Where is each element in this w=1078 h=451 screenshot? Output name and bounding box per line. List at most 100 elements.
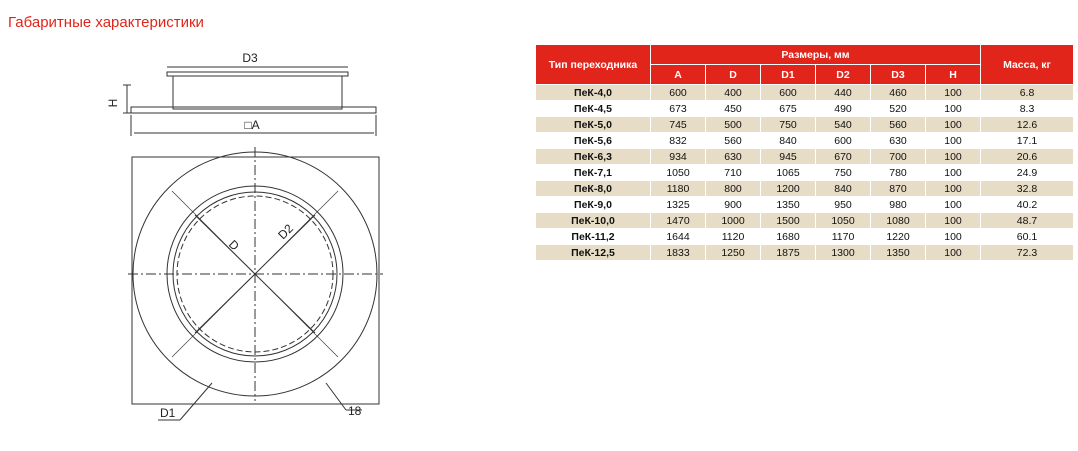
holes-count-label: 18 [348, 404, 362, 418]
cell-value: 100 [925, 228, 981, 245]
cell-value: 600 [760, 84, 816, 101]
cell-value: 934 [650, 148, 706, 165]
cell-value: 800 [705, 180, 761, 197]
side-view [123, 66, 377, 136]
cell-value: 673 [650, 100, 706, 117]
cell-value: 1065 [760, 164, 816, 181]
cell-mass: 60.1 [980, 228, 1074, 245]
cell-type: ПеК-4,5 [535, 100, 651, 117]
cell-value: 1500 [760, 212, 816, 229]
cell-type: ПеК-7,1 [535, 164, 651, 181]
cell-value: 490 [815, 100, 871, 117]
top-view [128, 147, 383, 421]
cell-value: 560 [870, 116, 926, 133]
cell-type: ПеК-5,0 [535, 116, 651, 133]
cell-value: 450 [705, 100, 761, 117]
page-title: Габаритные характеристики [8, 14, 204, 31]
cell-mass: 6.8 [980, 84, 1074, 101]
cell-value: 440 [815, 84, 871, 101]
cell-value: 1000 [705, 212, 761, 229]
cell-value: 900 [705, 196, 761, 213]
cell-value: 1050 [650, 164, 706, 181]
cell-type: ПеК-10,0 [535, 212, 651, 229]
dim-a-label: □A [244, 118, 259, 132]
cell-value: 670 [815, 148, 871, 165]
cell-mass: 40.2 [980, 196, 1074, 213]
cell-value: 100 [925, 148, 981, 165]
cell-value: 600 [650, 84, 706, 101]
cell-value: 100 [925, 100, 981, 117]
dim-d1-label: D1 [160, 406, 176, 420]
dim-h-label: H [106, 99, 120, 108]
cell-value: 1350 [760, 196, 816, 213]
cell-type: ПеК-6,3 [535, 148, 651, 165]
cell-value: 710 [705, 164, 761, 181]
cell-type: ПеК-11,2 [535, 228, 651, 245]
cell-value: 100 [925, 244, 981, 261]
cell-value: 780 [870, 164, 926, 181]
dim-d-label: D [226, 237, 242, 253]
cell-value: 600 [815, 132, 871, 149]
technical-drawing: D3 H □A D D2 D1 18 [106, 51, 383, 421]
cell-value: 980 [870, 196, 926, 213]
cell-value: 950 [815, 196, 871, 213]
cell-value: 1080 [870, 212, 926, 229]
cell-type: ПеК-4,0 [535, 84, 651, 101]
cell-value: 1050 [815, 212, 871, 229]
cell-mass: 12.6 [980, 116, 1074, 133]
cell-value: 560 [705, 132, 761, 149]
cell-value: 100 [925, 132, 981, 149]
cell-value: 100 [925, 116, 981, 133]
cell-value: 1833 [650, 244, 706, 261]
cell-mass: 32.8 [980, 180, 1074, 197]
cell-type: ПеК-12,5 [535, 244, 651, 261]
cell-mass: 48.7 [980, 212, 1074, 229]
cell-value: 1170 [815, 228, 871, 245]
cell-value: 750 [760, 116, 816, 133]
cell-value: 1644 [650, 228, 706, 245]
column-header: D2 [815, 64, 871, 85]
cell-value: 700 [870, 148, 926, 165]
cell-value: 945 [760, 148, 816, 165]
cell-value: 1350 [870, 244, 926, 261]
cell-value: 540 [815, 116, 871, 133]
cell-value: 1470 [650, 212, 706, 229]
cell-value: 1220 [870, 228, 926, 245]
cell-value: 675 [760, 100, 816, 117]
cell-value: 400 [705, 84, 761, 101]
cell-value: 1875 [760, 244, 816, 261]
column-header: A [650, 64, 706, 85]
column-header: D1 [760, 64, 816, 85]
cell-value: 750 [815, 164, 871, 181]
cell-mass: 8.3 [980, 100, 1074, 117]
cell-value: 460 [870, 84, 926, 101]
cell-value: 1200 [760, 180, 816, 197]
cell-type: ПеК-5,6 [535, 132, 651, 149]
cell-value: 1680 [760, 228, 816, 245]
cell-mass: 24.9 [980, 164, 1074, 181]
dim-d2-label: D2 [275, 221, 296, 242]
cell-value: 870 [870, 180, 926, 197]
column-header: H [925, 64, 981, 85]
cell-mass: 17.1 [980, 132, 1074, 149]
cell-value: 630 [705, 148, 761, 165]
dim-d3-label: D3 [242, 51, 258, 65]
cell-value: 840 [815, 180, 871, 197]
cell-type: ПеК-9,0 [535, 196, 651, 213]
header-sizes: Размеры, мм [650, 44, 981, 65]
specifications-table: Тип переходника Размеры, мм Масса, кг A … [535, 44, 1074, 261]
header-type: Тип переходника [535, 44, 651, 85]
column-header: D [705, 64, 761, 85]
cell-value: 100 [925, 84, 981, 101]
cell-value: 500 [705, 116, 761, 133]
cell-type: ПеК-8,0 [535, 180, 651, 197]
